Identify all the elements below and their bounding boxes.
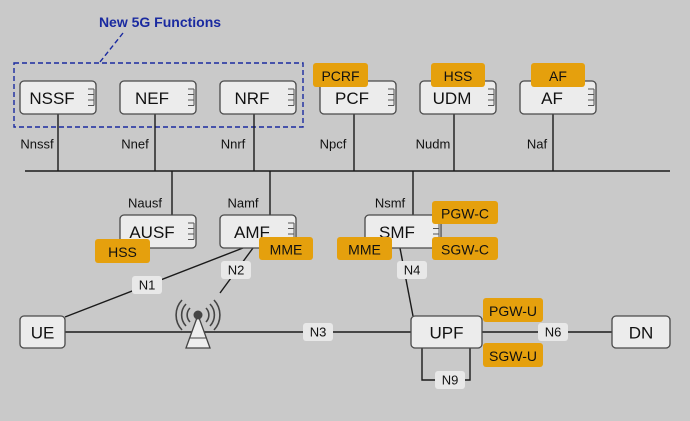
label-npcf: Npcf bbox=[320, 137, 347, 152]
legacy-tag-label: SGW-C bbox=[441, 242, 489, 258]
node-af-label: AF bbox=[541, 89, 563, 108]
label-namf: Namf bbox=[227, 196, 258, 211]
node-nrf-label: NRF bbox=[235, 89, 270, 108]
bus-links bbox=[57, 114, 554, 215]
node-nssf-label: NSSF bbox=[29, 89, 74, 108]
interface-n4: N4 bbox=[397, 261, 427, 279]
interface-n2: N2 bbox=[221, 261, 251, 279]
node-dn: DN bbox=[611, 315, 671, 349]
label-nudm: Nudm bbox=[416, 137, 451, 152]
label-nausf: Nausf bbox=[128, 196, 162, 211]
legacy-tag-label: AF bbox=[549, 68, 567, 84]
node-udm-label: UDM bbox=[433, 89, 472, 108]
title-leader bbox=[99, 32, 124, 63]
new-5g-functions-title: New 5G Functions bbox=[99, 14, 221, 30]
legacy-tag-label: MME bbox=[348, 242, 381, 258]
node-nef-label: NEF bbox=[135, 89, 169, 108]
node-pcf-label: PCF bbox=[335, 89, 369, 108]
node-nrf: NRF bbox=[219, 80, 297, 115]
node-ausf-label: AUSF bbox=[129, 223, 174, 242]
legacy-tag-udm: HSS bbox=[431, 63, 485, 87]
interface-n1-label: N1 bbox=[139, 278, 156, 293]
label-nnef: Nnef bbox=[121, 137, 149, 152]
label-nsmf: Nsmf bbox=[375, 196, 406, 211]
service-interface-icon bbox=[588, 88, 595, 106]
legacy-tag-af: AF bbox=[531, 63, 585, 87]
interface-n9-label: N9 bbox=[442, 373, 459, 388]
legacy-tag-upf-sgw: SGW-U bbox=[483, 343, 543, 367]
node-upf: UPF bbox=[410, 315, 483, 349]
service-interface-icon bbox=[288, 88, 295, 106]
legacy-tag-label: HSS bbox=[444, 68, 473, 84]
label-nnssf: Nnssf bbox=[20, 137, 54, 152]
n4-link bbox=[399, 247, 414, 317]
interface-n2-label: N2 bbox=[228, 263, 245, 278]
legacy-tag-label: MME bbox=[270, 242, 303, 258]
node-upf-label: UPF bbox=[430, 324, 464, 343]
node-ausf: AUSF bbox=[119, 214, 197, 249]
service-interface-icon bbox=[388, 88, 395, 106]
service-interface-icon bbox=[188, 222, 195, 240]
legacy-tag-pcf: PCRF bbox=[313, 63, 368, 87]
legacy-tag-smf-pgw: PGW-C bbox=[432, 201, 498, 224]
interface-n3: N3 bbox=[303, 323, 333, 341]
label-nnrf: Nnrf bbox=[221, 137, 246, 152]
interface-n1: N1 bbox=[132, 276, 162, 294]
service-interface-icon bbox=[88, 88, 95, 106]
interface-n6-label: N6 bbox=[545, 325, 562, 340]
interface-n6: N6 bbox=[538, 323, 568, 341]
new-functions-group bbox=[13, 62, 304, 128]
node-af: AF bbox=[519, 80, 597, 115]
service-interface-icon bbox=[188, 88, 195, 106]
node-ue-label: UE bbox=[31, 324, 55, 343]
interface-n3-label: N3 bbox=[310, 325, 327, 340]
legacy-tag-label: SGW-U bbox=[489, 348, 537, 364]
legacy-tag-upf-pgw: PGW-U bbox=[483, 298, 543, 322]
interface-n4-label: N4 bbox=[404, 263, 421, 278]
node-dn-label: DN bbox=[629, 324, 654, 343]
node-udm: UDM bbox=[419, 80, 497, 115]
node-nssf: NSSF bbox=[19, 80, 97, 115]
node-pcf: PCF bbox=[319, 80, 397, 115]
legacy-tag-smf-sgw: SGW-C bbox=[432, 237, 498, 260]
node-ue: UE bbox=[19, 315, 66, 349]
legacy-tag-smf-mme: MME bbox=[337, 237, 392, 260]
legacy-tag-label: PGW-U bbox=[489, 303, 537, 319]
service-interface-icon bbox=[488, 88, 495, 106]
legacy-tag-ausf: HSS bbox=[95, 239, 150, 263]
radio-tower-icon bbox=[175, 299, 221, 349]
legacy-tag-amf: MME bbox=[259, 237, 313, 260]
label-naf: Naf bbox=[527, 137, 548, 152]
legacy-tag-label: PGW-C bbox=[441, 206, 489, 222]
node-nef: NEF bbox=[119, 80, 197, 115]
legacy-tag-label: HSS bbox=[108, 244, 137, 260]
interface-n9: N9 bbox=[435, 371, 465, 389]
legacy-tag-label: PCRF bbox=[321, 68, 359, 84]
